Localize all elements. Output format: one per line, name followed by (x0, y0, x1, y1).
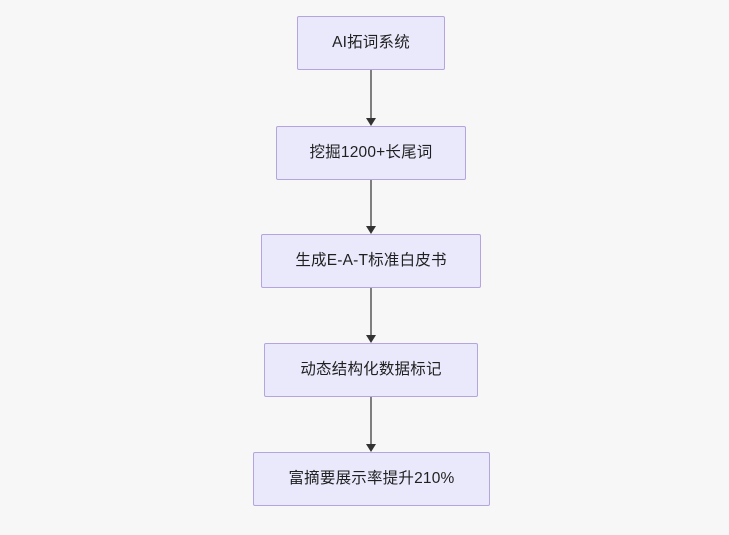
arrow-down-icon (366, 118, 376, 126)
flowchart-node-4[interactable]: 动态结构化数据标记 (264, 343, 478, 397)
edge-node2-to-node3 (365, 180, 377, 234)
node-label: 动态结构化数据标记 (300, 360, 442, 378)
arrow-down-icon (366, 444, 376, 452)
edge-node3-to-node4 (365, 288, 377, 343)
arrow-down-icon (366, 335, 376, 343)
edge-node1-to-node2 (365, 70, 377, 126)
flowchart-node-5[interactable]: 富摘要展示率提升210% (253, 452, 490, 506)
flowchart-node-2[interactable]: 挖掘1200+长尾词 (276, 126, 466, 180)
flowchart-node-3[interactable]: 生成E-A-T标准白皮书 (261, 234, 481, 288)
flowchart-node-1[interactable]: AI拓词系统 (297, 16, 445, 70)
node-label: 挖掘1200+长尾词 (309, 143, 433, 161)
edge-line (370, 288, 372, 335)
edge-line (370, 397, 372, 444)
edge-node4-to-node5 (365, 397, 377, 452)
node-label: AI拓词系统 (332, 33, 410, 51)
node-label: 富摘要展示率提升210% (288, 469, 455, 487)
arrow-down-icon (366, 226, 376, 234)
edge-line (370, 180, 372, 226)
node-label: 生成E-A-T标准白皮书 (295, 251, 447, 269)
edge-line (370, 70, 372, 118)
